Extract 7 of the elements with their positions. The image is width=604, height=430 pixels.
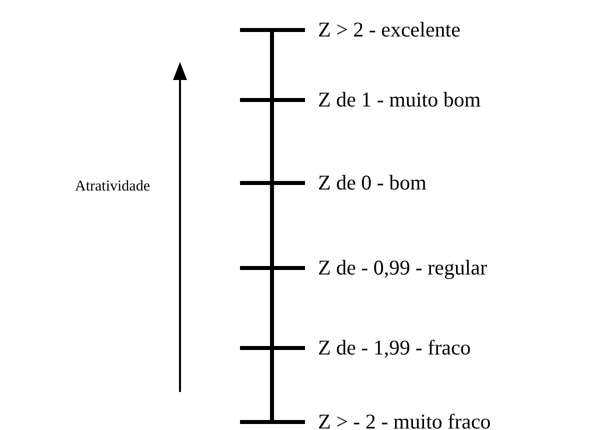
scale-label: Z de 1 - muito bom <box>318 90 481 110</box>
scale-label: Z de - 0,99 - regular <box>318 258 488 278</box>
scale-label: Z > 2 - excelente <box>318 20 460 40</box>
scale-label: Z > - 2 - muito fraco <box>318 412 491 430</box>
scale-label: Z de - 1,99 - fraco <box>318 338 471 358</box>
scale-label: Z de 0 - bom <box>318 172 426 194</box>
axis-label: Atratividade <box>75 180 150 194</box>
